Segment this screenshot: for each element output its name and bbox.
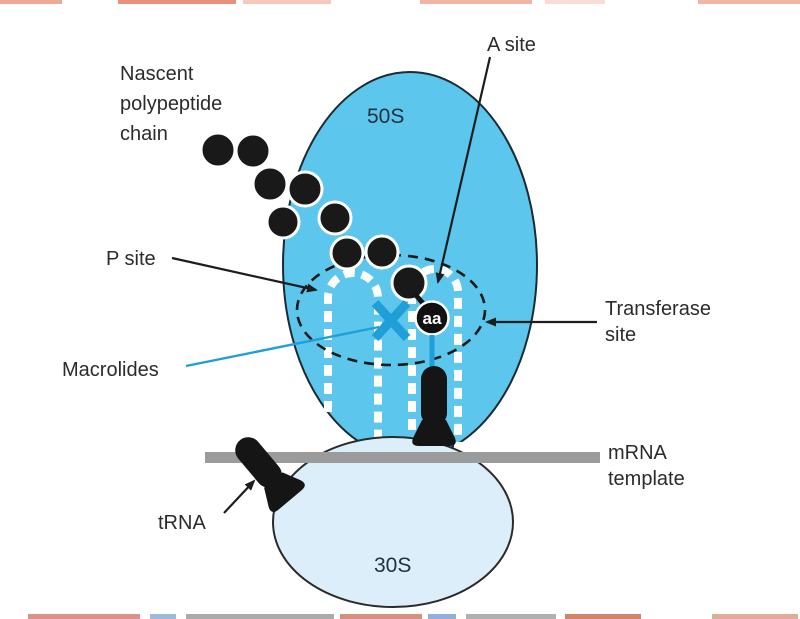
a-site-trna [412, 366, 456, 446]
transferase-line1: Transferase [605, 298, 711, 320]
nascent-line1: Nascent [120, 63, 194, 85]
small-subunit-label: 30S [374, 554, 411, 577]
polypeptide-bead [234, 132, 272, 170]
polypeptide-bead [199, 131, 237, 169]
p-site-trna-outline [324, 269, 382, 448]
nascent-chain-label: Nascent polypeptide chain [120, 63, 222, 145]
large-subunit-label: 50S [367, 105, 404, 128]
polypeptide-bead [265, 204, 301, 240]
amino-acid-label: aa [423, 309, 442, 328]
polypeptide-bead [251, 165, 289, 203]
trna-label: tRNA [158, 512, 206, 534]
polypeptide-bead [317, 200, 353, 236]
trna-arrow [223, 479, 256, 514]
nascent-line3: chain [120, 123, 168, 145]
mrna-line2: template [608, 468, 685, 490]
amino-acid-circle: aa [414, 300, 450, 336]
macrolides-label: Macrolides [62, 359, 159, 381]
scan-artifact-top-strip [0, 0, 800, 4]
transferase-site-label: Transferase site [605, 298, 711, 346]
p-site-arrow [171, 256, 318, 293]
macrolide-block-x-icon [371, 299, 411, 342]
small-subunit-30s [272, 436, 514, 608]
macrolides-pointer-line [185, 325, 380, 368]
mrna-template-bar [205, 452, 600, 463]
mrna-line1: mRNA [608, 442, 668, 464]
p-exit-trna [235, 437, 305, 513]
nascent-line2: polypeptide [120, 93, 222, 115]
polypeptide-bead-chain [199, 131, 428, 302]
polypeptide-bead [286, 170, 324, 208]
catalytic-center-outline [295, 253, 487, 367]
a-site-label: A site [487, 34, 536, 56]
p-site-label: P site [106, 248, 156, 270]
scan-artifact-bottom-strip [28, 614, 798, 619]
transferase-line2: site [605, 324, 636, 346]
polypeptide-bead [390, 264, 428, 302]
polypeptide-bead [329, 235, 365, 271]
a-site-arrow [435, 56, 492, 284]
mrna-template-label: mRNA template [608, 442, 685, 490]
polypeptide-bead [364, 234, 400, 270]
